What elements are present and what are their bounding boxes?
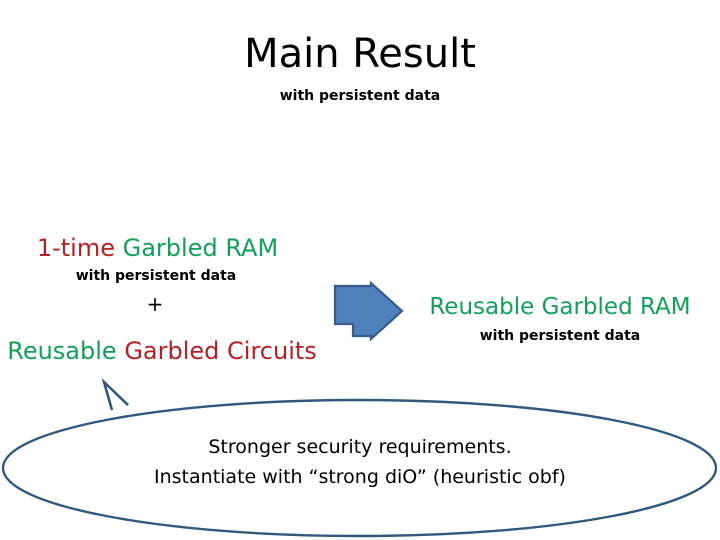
conclusion-persistent-data-note: with persistent data (479, 328, 641, 344)
oval-callout-icon (1, 378, 718, 538)
implication-arrow (331, 280, 407, 343)
premise-reusable-label: Reusable (7, 337, 125, 365)
premise-block: 1-time Garbled RAM with persistent data … (0, 232, 330, 367)
callout-text-block: Stronger security requirements. Instanti… (60, 432, 660, 492)
plus-operator-icon: + (146, 292, 164, 316)
premise-line-reusable-garbled-circuits: Reusable Garbled Circuits (0, 335, 330, 367)
page-title: Main Result (244, 31, 476, 77)
premise-persistent-data-note: with persistent data (75, 268, 237, 284)
premise-garbled-ram-label: Garbled RAM (122, 234, 279, 262)
right-block-arrow-icon (333, 280, 404, 342)
premise-garbled-circuits-label: Garbled Circuits (124, 337, 317, 365)
callout-line-2: Instantiate with “strong diO” (heuristic… (154, 466, 566, 488)
conclusion-block: Reusable Garbled RAM with persistent dat… (412, 292, 708, 346)
callout-shape (0, 374, 720, 540)
premise-one-time-label: 1-time (36, 234, 123, 262)
callout-line-1: Stronger security requirements. (208, 436, 512, 458)
premise-line-one-time-garbled-ram: 1-time Garbled RAM (0, 232, 330, 264)
conclusion-reusable-garbled-ram-label: Reusable Garbled RAM (429, 294, 691, 320)
page-subtitle: with persistent data (279, 88, 441, 104)
